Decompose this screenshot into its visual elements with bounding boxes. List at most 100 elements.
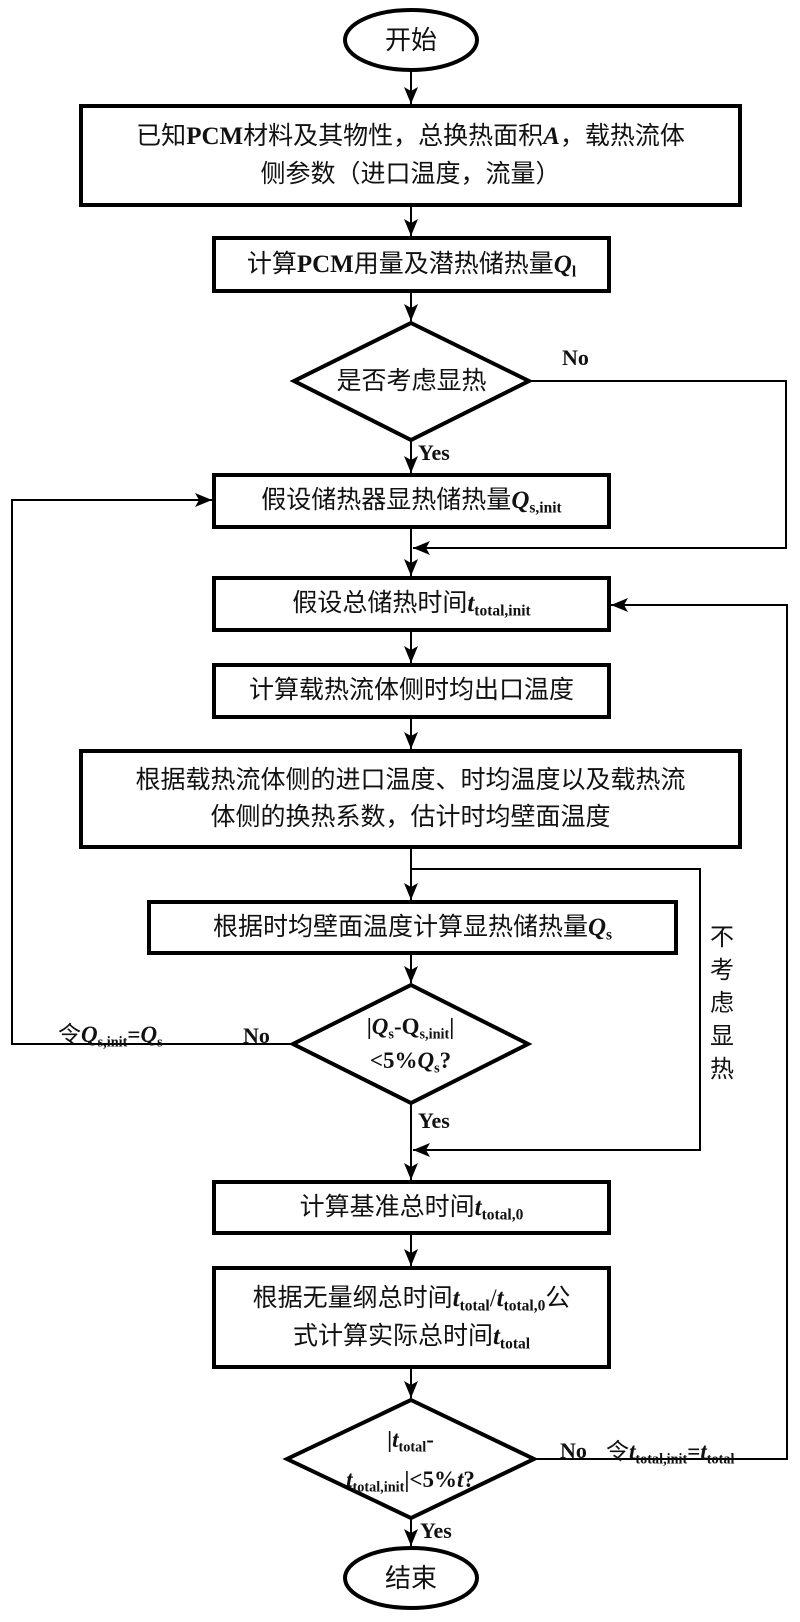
text-seg: 计算基准总时间 [299,1193,475,1221]
text-seg: = [127,1022,141,1047]
text-seg: 令 [58,1022,81,1047]
text-seg: 假设总储热时间 [292,590,468,618]
d3-no-action-label: 令ttotal,init=ttotal [606,1432,734,1468]
end-text: 结束 [384,1563,437,1593]
subscript: total,0 [481,1206,524,1224]
text-seg: 材料及其物性，总换热面积 [243,123,544,150]
calc-actual-line1: 根据无量纲总时间ttotal/ttotal,0公 [253,1280,571,1318]
decision-sensible-text: 是否考虑显热 [294,323,529,440]
assume-time-text: 假设总储热时间ttotal,init [216,580,607,628]
var-t: t [629,1439,636,1464]
var-Q: Q [511,487,530,515]
var-Q: Q [587,913,607,941]
decision-sensible-label: 是否考虑显热 [336,367,487,395]
calc-pcm-box [212,236,611,293]
text-seg: 用量及潜热储热量 [353,250,554,278]
text-seg: | [387,1426,393,1452]
text-seg: ? [463,1466,475,1492]
edge-d1-no [413,380,787,555]
text-seg: 式计算实际总时间 [292,1322,493,1350]
subscript: s [606,926,613,944]
estimate-wall-line1: 根据载热流体侧的进口温度、时均温度以及载热流 [135,766,686,794]
known-params-text: 已知PCM材料及其物性，总换热面积A，载热流体 侧参数（进口温度，流量） [83,108,738,203]
edge-d3-no-loop [534,598,788,1460]
decision-time-line1: |ttotal- [346,1420,475,1460]
text-seg: PCM [296,250,354,278]
text-seg: - [426,1426,434,1452]
decision-qs-text: |Qs-Qs,init| <5%Qs? [293,986,528,1103]
d3-no-label: No [560,1438,587,1463]
text-seg: 令 [606,1439,629,1464]
text-seg: |<5% [404,1466,458,1492]
text-seg: ，载热流体 [559,123,685,150]
var-Q: Q [140,1022,158,1047]
estimate-wall-box [79,749,742,849]
calc-base-time-box [212,1180,611,1235]
var-t: t [392,1426,399,1452]
text-seg: -Q [393,1013,420,1039]
var-t: t [474,1193,482,1221]
var-t: t [467,590,475,618]
subscript: s,init [97,1034,128,1051]
vchar: 不 [710,925,734,951]
text-seg: PCM [186,123,244,150]
subscript: total [706,1451,735,1468]
var-t: t [496,1284,504,1312]
var-t: t [346,1466,353,1492]
decision-qs-line1: |Qs-Qs,init| [367,1011,455,1045]
text-seg: <5% [369,1047,418,1073]
subscript: s [157,1034,163,1051]
subscript: total [398,1439,427,1456]
text-seg: / [489,1284,497,1312]
bypass-vertical-label: 不 考 虑 显 热 [708,922,736,1088]
var-Q: Q [417,1047,435,1073]
d2-yes-label: Yes [418,1108,450,1133]
edge-bypass-no-sensible [411,868,701,1157]
var-A: A [543,123,560,150]
calc-outlet-box [212,663,611,719]
decision-qs-line2: <5%Qs? [367,1045,455,1079]
subscript: s [434,1059,440,1076]
decision-qs-diamond [288,982,533,1106]
subscript: total,0 [503,1297,546,1315]
calc-outlet-text: 计算载热流体侧时均出口温度 [216,667,607,715]
calc-qs-box [147,900,678,955]
calc-pcm-text: 计算PCM用量及潜热储热量Ql [216,240,607,289]
subscript: total [459,1297,490,1315]
subscript: total,init [635,1451,688,1468]
start-text: 开始 [384,25,437,55]
calc-actual-line2: 式计算实际总时间ttotal [253,1318,571,1356]
d1-no-label: No [562,345,589,370]
var-t: t [452,1284,460,1312]
d3-yes-label: Yes [420,1518,452,1543]
decision-sensible-diamond [289,320,534,443]
subscript: l [571,263,577,281]
known-params-line2: 侧参数（进口温度，流量） [260,160,561,188]
decision-time-diamond [282,1397,539,1521]
calc-base-time-text: 计算基准总时间ttotal,0 [216,1184,607,1231]
vchar: 热 [710,1057,734,1084]
text-seg: = [687,1439,701,1464]
subscript: s [388,1026,394,1043]
end-label: 结束 [345,1548,477,1608]
subscript: s,init [419,1026,450,1043]
calc-outlet-label: 计算载热流体侧时均出口温度 [248,677,574,705]
subscript: total,init [474,602,531,620]
d2-no-action-label: 令Qs,init=Qs [58,1015,163,1051]
vchar: 显 [710,1024,734,1051]
text-seg: ? [439,1047,452,1073]
vchar: 考 [710,958,734,985]
calc-actual-time-box [212,1266,611,1369]
known-params-line1: 已知PCM材料及其物性，总换热面积A，载热流体 [136,118,685,156]
known-params-box [79,104,742,207]
subscript: s,init [529,499,562,517]
text-seg: 公 [545,1284,571,1312]
text-seg: 假设储热器显热储热量 [261,487,512,515]
assume-time-box [212,576,611,632]
assume-qs-box [212,473,611,529]
calc-actual-time-text: 根据无量纲总时间ttotal/ttotal,0公 式计算实际总时间ttotal [216,1270,607,1365]
edge-d2-no-loop [11,493,293,1045]
calc-qs-text: 根据时均壁面温度计算显热储热量Qs [151,904,674,951]
var-t: t [700,1439,707,1464]
